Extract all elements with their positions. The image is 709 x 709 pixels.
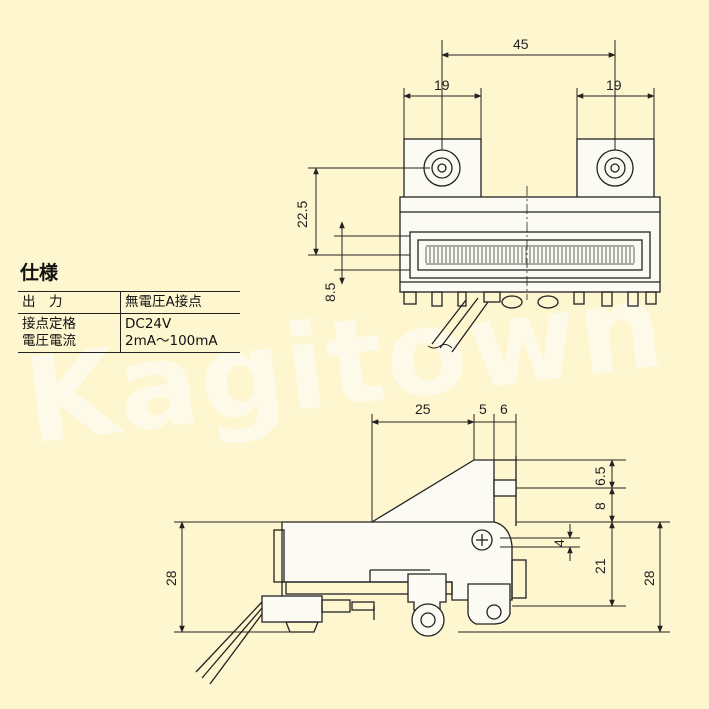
dim-21: 21 xyxy=(592,558,608,574)
dim-28-left: 28 xyxy=(163,570,179,586)
bracket-foot xyxy=(261,595,323,623)
spec-table-panel: 仕様 出 力 無電圧A接点 接点定格 電圧電流 DC24V 2mA～100mA xyxy=(18,258,240,353)
cable-side xyxy=(195,601,263,685)
dim-22-5: 22.5 xyxy=(294,201,310,228)
dim-6-5: 6.5 xyxy=(592,466,608,486)
dim-4: 4 xyxy=(551,539,567,547)
angled-cover xyxy=(371,459,495,523)
dim-45: 45 xyxy=(513,36,529,52)
switch-housing-top xyxy=(399,196,661,293)
spec-title: 仕様 xyxy=(20,262,59,284)
dim-5: 5 xyxy=(479,401,487,417)
spec-table: 出 力 無電圧A接点 接点定格 電圧電流 DC24V 2mA～100mA xyxy=(18,291,240,353)
dim-8-5: 8.5 xyxy=(322,282,338,302)
table-row: 出 力 無電圧A接点 xyxy=(18,291,240,314)
spec-value: DC24V 2mA～100mA xyxy=(125,316,218,349)
side-dimensions xyxy=(174,414,670,633)
screw-icon xyxy=(471,529,493,551)
cable-top xyxy=(431,297,489,353)
top-dimensions xyxy=(308,40,655,285)
dim-6: 6 xyxy=(500,401,508,417)
spec-key: 出 力 xyxy=(18,291,121,314)
dim-25: 25 xyxy=(415,401,431,417)
dim-28-right: 28 xyxy=(641,570,657,586)
spec-key: 接点定格 電圧電流 xyxy=(18,313,121,353)
side-view xyxy=(195,456,527,685)
plunger xyxy=(493,479,517,497)
dim-19-right: 19 xyxy=(606,77,622,93)
table-row: 接点定格 電圧電流 DC24V 2mA～100mA xyxy=(18,313,240,353)
dim-19-left: 19 xyxy=(434,77,450,93)
dim-8: 8 xyxy=(592,502,608,510)
roller-icon xyxy=(411,603,445,637)
spec-value: 無電圧A接点 xyxy=(125,294,202,310)
